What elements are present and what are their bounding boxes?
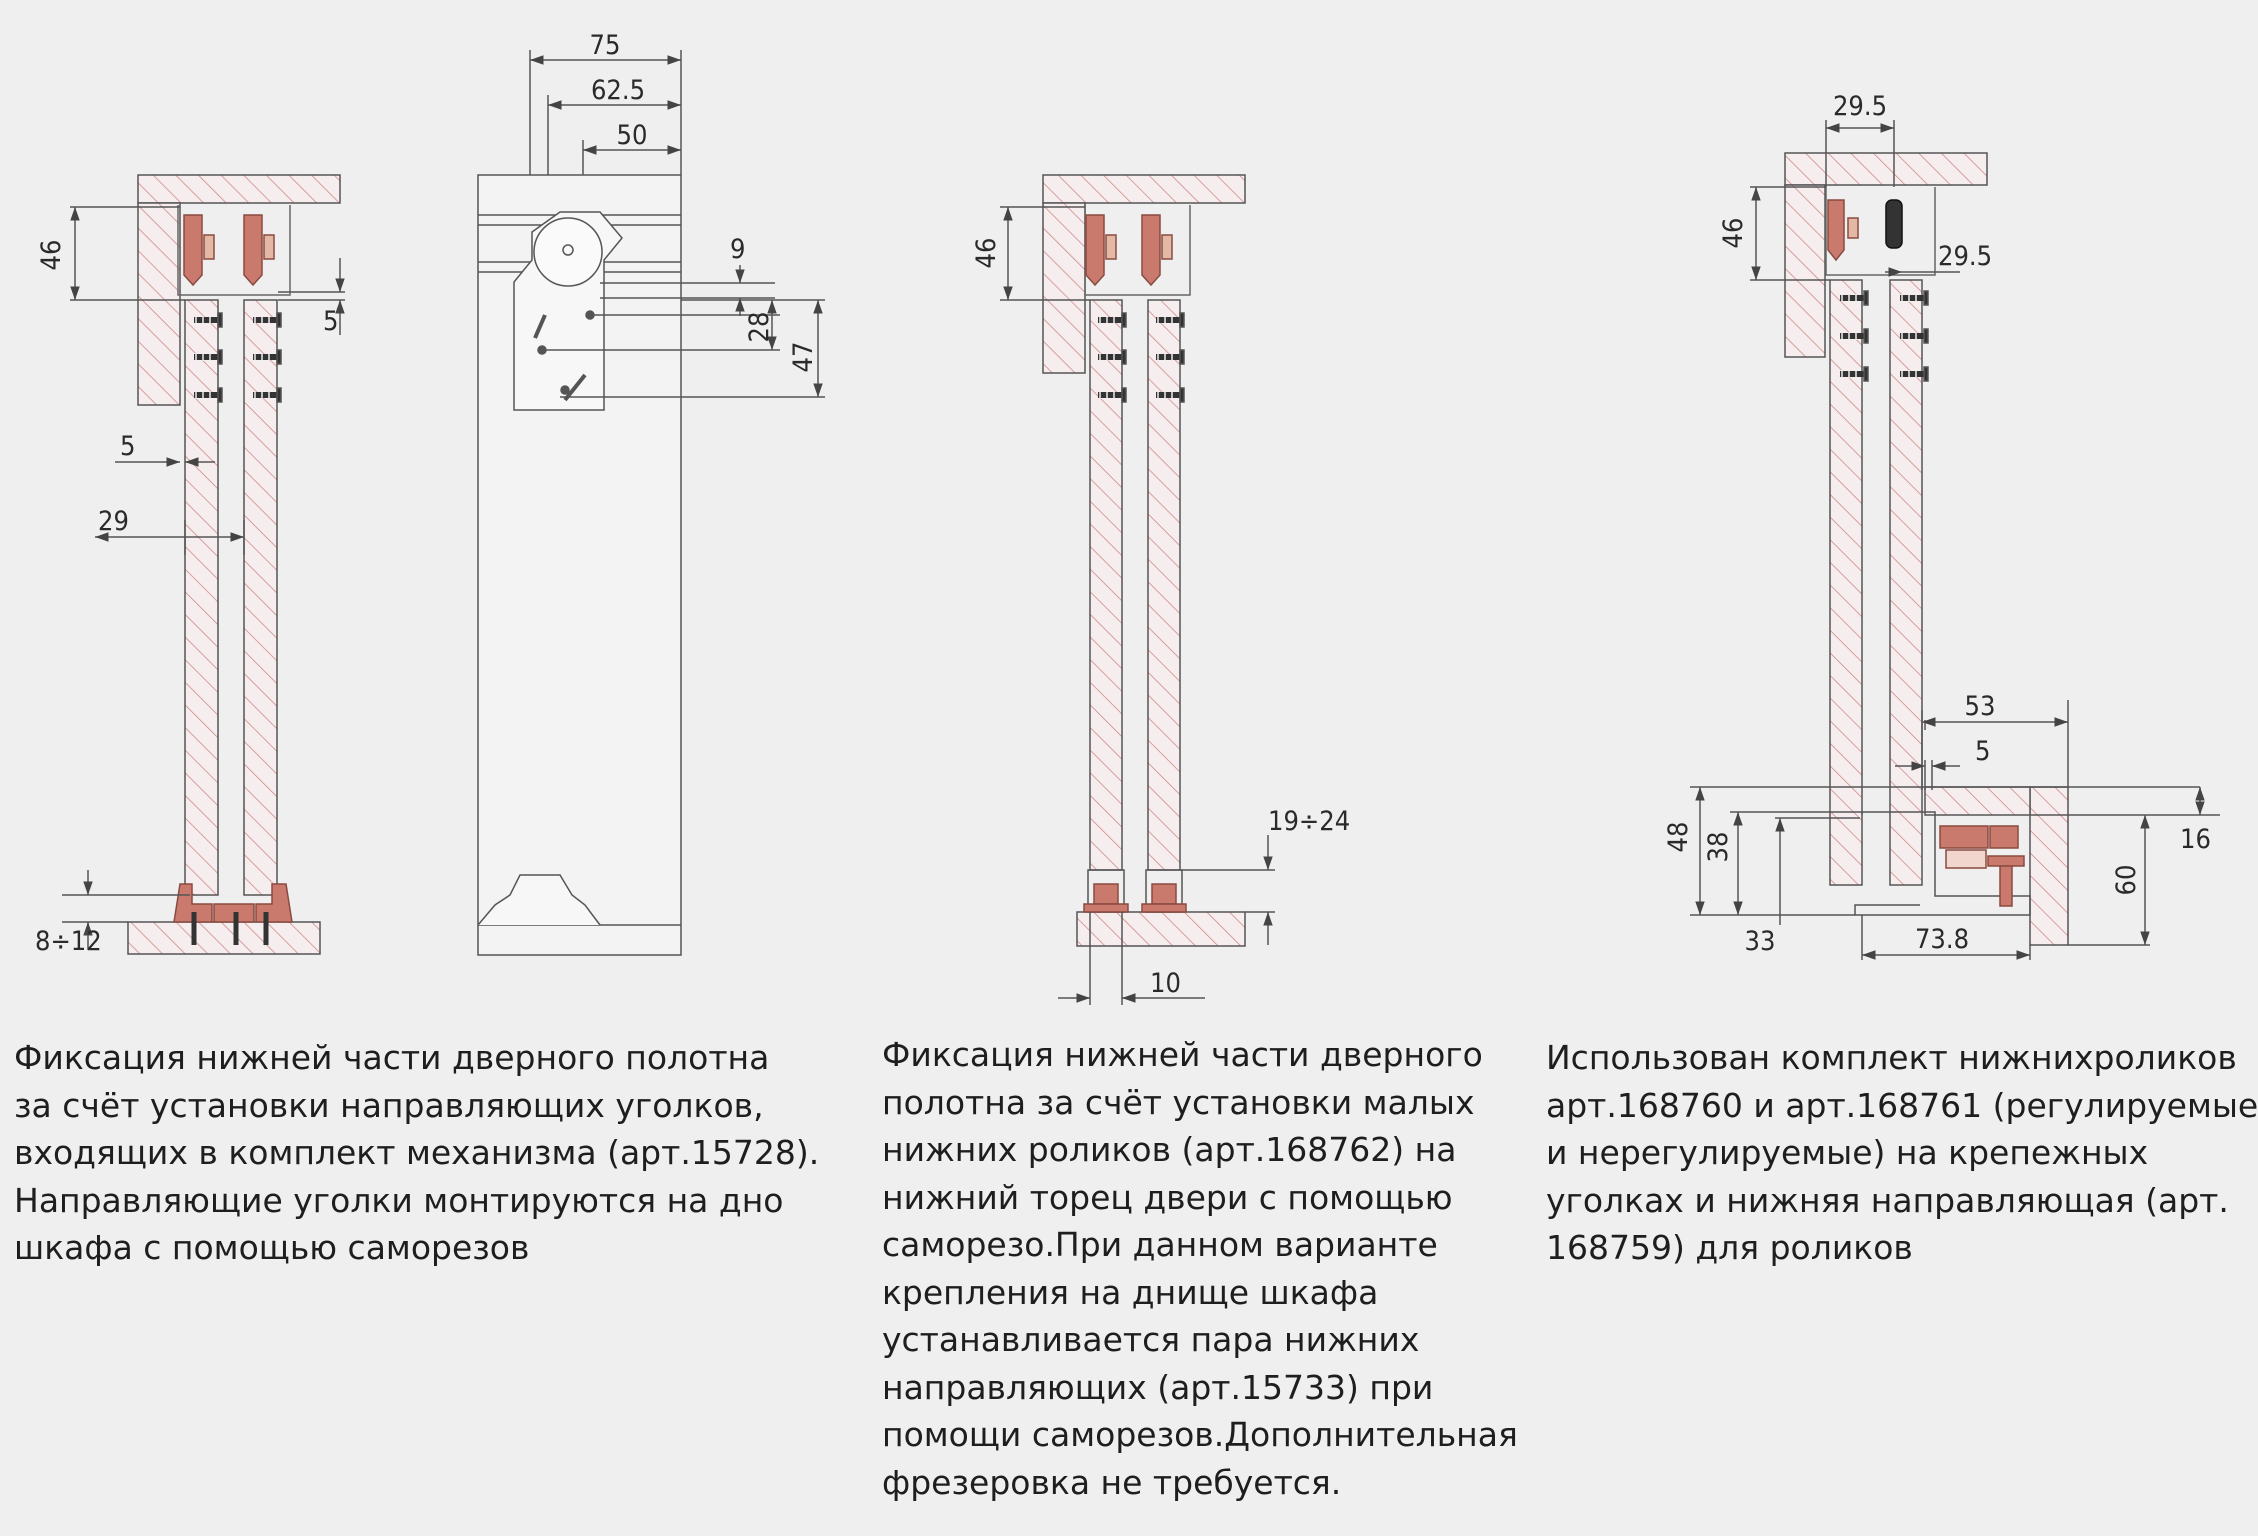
small-roller-right (1151, 883, 1177, 905)
bottom-screws (191, 912, 269, 945)
caption-line: входящих в комплект механизма (арт.15728… (14, 1133, 820, 1172)
dim-75-d2: 75 (590, 30, 621, 61)
caption-line: Использован комплект нижнихроликов (1546, 1038, 2237, 1077)
caption-line: саморезо.При данном варианте (882, 1225, 1438, 1264)
caption-line: шкафа с помощью саморезов (14, 1228, 530, 1267)
dim-53-d4: 53 (1965, 691, 1996, 722)
caption-line: и нерегулируемые) на крепежных (1546, 1133, 2149, 1172)
dim-5-top-d1: 5 (323, 306, 338, 337)
caption-line: за счёт установки направляющих уголков, (14, 1085, 764, 1125)
bottom-panel (127, 921, 321, 955)
roller-left (1085, 214, 1105, 287)
caption-line: помощи саморезов.Дополнительная (882, 1415, 1518, 1454)
dim-5-d4: 5 (1975, 736, 1990, 767)
roller-right (1141, 214, 1161, 287)
door-panel-right (243, 299, 278, 896)
roller-left (1827, 199, 1845, 262)
dim-60-d4: 60 (2111, 865, 2142, 896)
side-panel (137, 202, 181, 406)
bottom-guide-left (173, 883, 213, 923)
caption-line: Направляющие уголки монтируются на дно (14, 1180, 784, 1220)
caption-line: уголках и нижняя направляющая (арт. (1546, 1180, 2229, 1220)
dim-47-d2: 47 (788, 342, 819, 373)
dim-46-d3: 46 (971, 238, 1002, 269)
diagram-2 (477, 50, 825, 956)
diagram-3 (1000, 174, 1275, 1005)
door-panel-right (1147, 299, 1181, 871)
dim-73-8-d4: 73.8 (1915, 924, 1969, 955)
diagram-1 (62, 174, 345, 955)
caption-line: полотна за счёт установки малых (882, 1082, 1475, 1122)
caption-line: устанавливается пара нижних (882, 1320, 1420, 1359)
door-panel-left (1829, 279, 1863, 886)
caption-line: направляющих (арт.15733) при (882, 1367, 1434, 1407)
caption-line: 168759) для роликов (1546, 1228, 1913, 1267)
caption-line: нижний торец двери с помощью (882, 1177, 1453, 1217)
dim-16-d4: 16 (2180, 824, 2211, 855)
diagram-4 (1690, 120, 2220, 960)
top-panel (1042, 174, 1246, 204)
dim-29-5-top-d4: 29.5 (1833, 91, 1887, 122)
bottom-panel (1076, 911, 1246, 947)
dim-50-d2: 50 (617, 120, 648, 151)
caption-diagram-4: Использован комплект нижнихроликов арт.1… (1546, 1034, 2258, 1272)
dim-8-12-d1: 8÷12 (35, 926, 102, 957)
dim-29-d1: 29 (98, 506, 129, 537)
door-panel-left (184, 299, 219, 896)
roller-right (1885, 199, 1903, 249)
caption-line: арт.168760 и арт.168761 (регулируемые (1546, 1085, 2258, 1125)
dim-28-d2: 28 (744, 312, 775, 343)
dim-29-5-right-d4: 29.5 (1938, 241, 1992, 272)
bottom-panel-vertical (2029, 786, 2069, 946)
roller-right (243, 214, 263, 287)
dim-5-left-d1: 5 (120, 431, 135, 462)
caption-line: крепления на днище шкафа (882, 1272, 1379, 1312)
small-roller-left (1093, 883, 1119, 905)
caption-diagram-1: Фиксация нижней части дверного полотна з… (14, 1034, 819, 1272)
dim-9-d2: 9 (730, 234, 745, 265)
top-panel (137, 174, 341, 204)
bottom-guide-front (477, 874, 601, 926)
door-panel-left (1089, 299, 1123, 871)
dim-38-d4: 38 (1703, 832, 1734, 863)
door-panel-right (1889, 279, 1923, 886)
bottom-panel-horizontal (1924, 786, 2031, 816)
side-panel (1784, 184, 1826, 358)
lower-roller (1939, 825, 1989, 849)
dim-48-d4: 48 (1663, 822, 1694, 853)
caption-line: фрезеровка не требуется. (882, 1462, 1342, 1502)
bottom-guide-profile (1854, 811, 2031, 916)
side-panel (1042, 202, 1086, 374)
dim-62-5-d2: 62.5 (591, 75, 645, 106)
caption-diagram-3: Фиксация нижней части дверного полотна з… (882, 1031, 1518, 1506)
roller-left (183, 214, 203, 287)
caption-line: Фиксация нижней части дверного (882, 1035, 1483, 1074)
dim-19-24-d3: 19÷24 (1268, 806, 1350, 837)
dim-46-d1: 46 (36, 240, 67, 271)
caption-line: Фиксация нижней части дверного полотна (14, 1038, 770, 1077)
roller-wheel (533, 217, 603, 287)
dim-10-d3: 10 (1150, 968, 1181, 999)
dim-33-d4: 33 (1745, 926, 1776, 957)
dim-46-d4: 46 (1718, 218, 1749, 249)
caption-line: нижних роликов (арт.168762) на (882, 1130, 1457, 1169)
top-profile (177, 205, 291, 296)
top-panel (1784, 152, 1988, 186)
